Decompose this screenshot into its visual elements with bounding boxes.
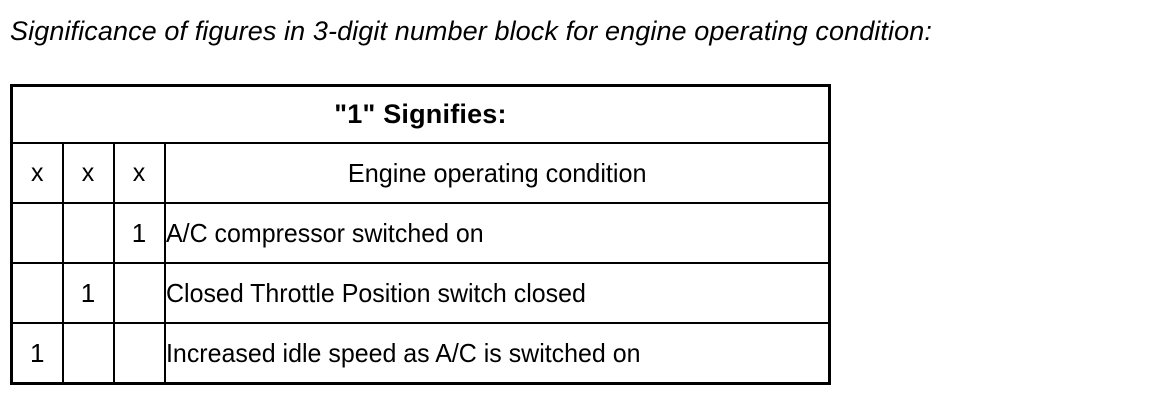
cell-bit-3 bbox=[112, 322, 166, 385]
cell-description: Closed Throttle Position switch closed bbox=[163, 262, 831, 324]
table-header-banner: "1" Signifies: bbox=[10, 84, 831, 144]
cell-bit-3 bbox=[112, 262, 166, 324]
column-label-bit-1: x bbox=[10, 142, 64, 204]
column-label-bit-2: x bbox=[61, 142, 115, 204]
cell-bit-1: 1 bbox=[10, 322, 64, 385]
cell-bit-2 bbox=[61, 322, 115, 385]
cell-bit-1 bbox=[10, 262, 64, 324]
cell-bit-1 bbox=[10, 202, 64, 264]
cell-bit-2 bbox=[61, 202, 115, 264]
column-label-description: Engine operating condition bbox=[173, 142, 821, 204]
cell-description-text: Increased idle speed as A/C is switched … bbox=[165, 337, 641, 368]
cell-description-text: A/C compressor switched on bbox=[165, 217, 484, 248]
table-row: 1 A/C compressor switched on bbox=[10, 202, 831, 264]
table-column-label-row: x x x Engine operating condition bbox=[10, 142, 830, 204]
table-row: 1 Closed Throttle Position switch closed bbox=[10, 262, 831, 324]
column-label-bit-3: x bbox=[112, 142, 166, 204]
cell-description: A/C compressor switched on bbox=[163, 202, 831, 264]
cell-description-text: Closed Throttle Position switch closed bbox=[165, 277, 586, 308]
table-row: 1 Increased idle speed as A/C is switche… bbox=[10, 322, 831, 385]
page-title: Significance of figures in 3-digit numbe… bbox=[10, 16, 932, 46]
table-header-banner-row: "1" Signifies: bbox=[10, 84, 831, 144]
cell-description: Increased idle speed as A/C is switched … bbox=[163, 322, 831, 385]
significance-table: "1" Signifies: x x x Engine operating co… bbox=[10, 84, 831, 385]
cell-bit-3: 1 bbox=[112, 202, 166, 264]
cell-bit-2: 1 bbox=[61, 262, 115, 324]
